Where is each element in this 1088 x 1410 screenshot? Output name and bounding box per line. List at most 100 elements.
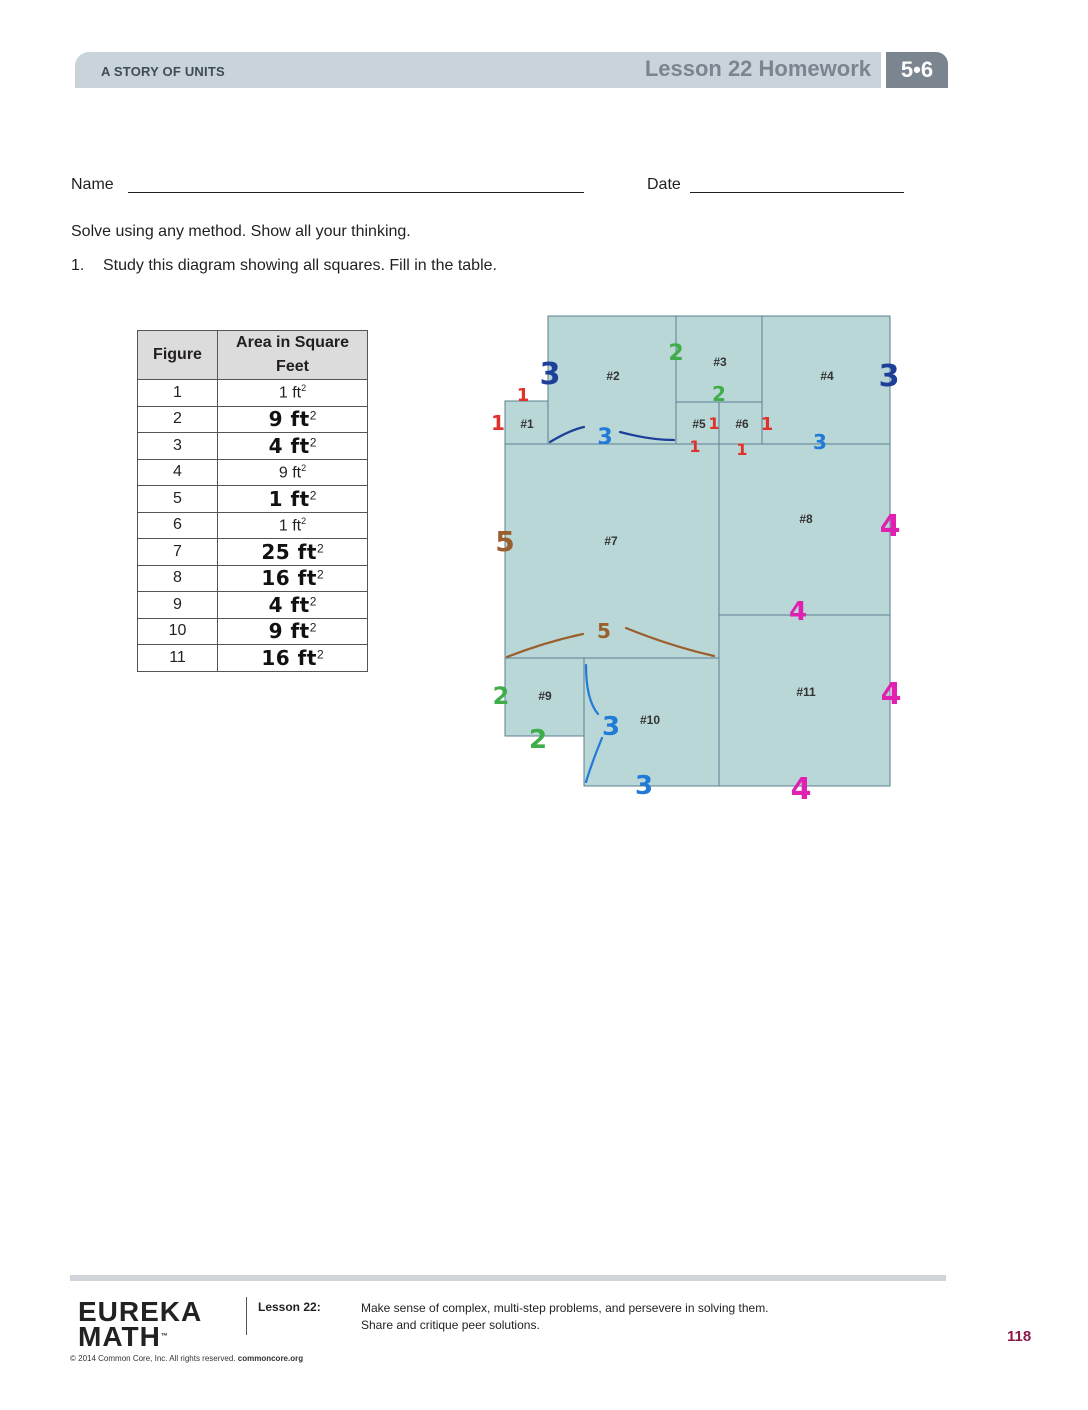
header-area: Area in Square Feet: [217, 330, 368, 380]
area-cell-handwritten[interactable]: 9 ft2: [217, 617, 368, 645]
figure-cell: 3: [137, 432, 218, 460]
problem-number: 1.: [71, 257, 85, 274]
header-bar: [75, 52, 881, 88]
dimension-annotation: 3: [813, 430, 827, 454]
dimension-annotation: 2: [668, 341, 683, 366]
dimension-annotation: 1: [491, 411, 505, 435]
label-square-1: #1: [520, 417, 534, 431]
date-field[interactable]: [690, 192, 904, 193]
dimension-annotation: 5: [495, 525, 514, 558]
brace-stroke-blue: [548, 425, 586, 444]
dimension-annotation: 3: [540, 357, 561, 392]
instructions: Solve using any method. Show all your th…: [71, 223, 411, 240]
area-value: 25 ft: [261, 539, 317, 564]
area-value: 1 ft: [278, 516, 302, 534]
figure-cell: 7: [137, 538, 218, 566]
exponent: 2: [309, 488, 317, 503]
grade-module-badge: 5•6: [886, 52, 948, 88]
label-square-11: #11: [796, 685, 816, 699]
area-value: 9 ft: [268, 619, 310, 644]
area-cell-handwritten[interactable]: 9 ft2: [217, 405, 368, 433]
figure-cell: 5: [137, 485, 218, 513]
label-square-3: #3: [713, 355, 727, 369]
area-cell-handwritten[interactable]: 1 ft2: [217, 485, 368, 513]
dimension-annotation: 1: [517, 385, 530, 406]
area-cell-handwritten[interactable]: 4 ft2: [217, 591, 368, 619]
square-11: [718, 614, 891, 787]
area-value: 4 ft: [268, 433, 310, 458]
dimension-annotation: 3: [635, 771, 653, 801]
dimension-annotation: 2: [529, 725, 547, 755]
dimension-annotation: 4: [881, 677, 902, 712]
figure-cell: 9: [137, 591, 218, 619]
label-square-9: #9: [538, 689, 552, 703]
label-square-7: #7: [604, 534, 618, 548]
dimension-annotation: 4: [791, 772, 812, 807]
area-cell[interactable]: 1 ft2: [217, 379, 368, 407]
area-cell-handwritten[interactable]: 4 ft2: [217, 432, 368, 460]
header-figure: Figure: [137, 330, 218, 380]
dimension-annotation: 2: [712, 382, 726, 406]
exponent: 2: [301, 383, 307, 394]
area-cell-handwritten[interactable]: 25 ft2: [217, 538, 368, 566]
logo-line-1: EUREKA: [78, 1296, 203, 1327]
footer-lesson-label: Lesson 22:: [258, 1300, 321, 1314]
square-10: [583, 657, 720, 787]
dimension-annotation: 4: [789, 597, 807, 627]
exponent: 2: [309, 620, 317, 635]
dimension-annotation: 2: [493, 682, 510, 710]
exponent: 2: [309, 435, 317, 450]
label-square-2: #2: [606, 369, 620, 383]
area-value: 1 ft: [278, 384, 302, 402]
name-label: Name: [71, 176, 114, 193]
area-cell-handwritten[interactable]: 16 ft2: [217, 564, 368, 592]
label-square-4: #4: [820, 369, 834, 383]
area-cell[interactable]: 9 ft2: [217, 458, 368, 486]
figure-cell: 2: [137, 405, 218, 433]
square-7: [504, 443, 720, 659]
eureka-math-logo: EUREKA MATH™: [78, 1296, 203, 1352]
area-value: 9 ft: [278, 463, 302, 481]
label-square-10: #10: [640, 713, 660, 727]
exponent: 2: [316, 567, 324, 582]
dimension-annotation: 3: [602, 712, 620, 742]
dimension-annotation: 3: [879, 359, 900, 394]
area-cell[interactable]: 1 ft2: [217, 511, 368, 539]
exponent: 2: [301, 515, 307, 526]
square-8: [718, 443, 891, 616]
dimension-annotation: 4: [880, 509, 901, 544]
square-2: [547, 315, 677, 445]
exponent: 2: [309, 594, 317, 609]
area-value: 16 ft: [261, 645, 317, 670]
brace-stroke-blue: [584, 736, 604, 784]
brace-stroke-brown: [624, 626, 716, 658]
area-value: 16 ft: [261, 566, 317, 591]
page-number: 118: [1007, 1328, 1032, 1345]
dimension-annotation: 5: [597, 619, 611, 643]
dimension-annotation: 1: [708, 414, 719, 433]
brace-stroke-brown: [505, 632, 585, 659]
exponent: 2: [301, 462, 307, 473]
brace-stroke-blue: [584, 663, 600, 716]
name-field[interactable]: [128, 192, 584, 193]
area-value: 1 ft: [268, 486, 310, 511]
square-4: [761, 315, 891, 445]
square-9: [504, 657, 585, 737]
square-1: [504, 400, 549, 445]
logo-line-2: MATH™: [78, 1321, 168, 1352]
exponent: 2: [316, 541, 324, 556]
figure-cell: 6: [137, 511, 218, 539]
area-value: 9 ft: [268, 407, 310, 432]
area-cell-handwritten[interactable]: 16 ft2: [217, 644, 368, 672]
footer-bar: [70, 1275, 946, 1281]
figure-cell: 4: [137, 458, 218, 486]
